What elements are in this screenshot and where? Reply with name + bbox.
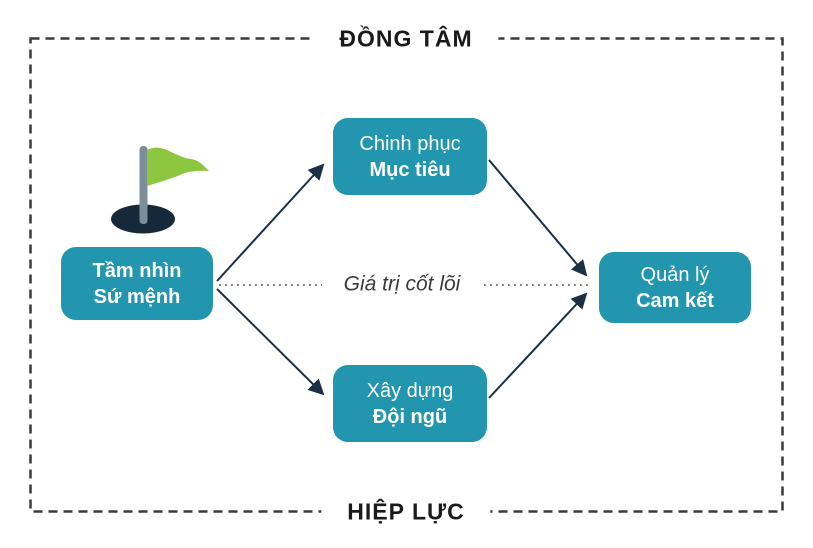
node-build-team: Xây dựng Đội ngũ: [333, 365, 487, 442]
connector-arrows: [216, 159, 588, 399]
node-line2: Cam kết: [636, 289, 714, 312]
arrow-vision-to-team: [216, 288, 325, 396]
node-line1: Xây dựng: [366, 379, 454, 402]
arrow-vision-to-goal: [216, 163, 325, 282]
frame-title-bottom: HIỆP LỰC: [321, 496, 491, 528]
node-line1: Chinh phục: [359, 132, 461, 155]
node-line2: Sứ mệnh: [93, 285, 181, 308]
frame-title-top: ĐỒNG TÂM: [313, 23, 499, 55]
node-conquer-goals: Chinh phục Mục tiêu: [333, 118, 487, 195]
node-vision-mission: Tầm nhìn Sứ mệnh: [61, 247, 213, 320]
node-line2: Đội ngũ: [372, 405, 448, 428]
node-manage-commitment: Quản lý Cam kết: [599, 252, 751, 323]
node-line1: Quản lý: [640, 263, 710, 286]
arrow-team-to-commitment: [488, 292, 588, 399]
node-line1: Tầm nhìn: [92, 259, 182, 282]
flag-icon: [111, 146, 209, 234]
arrow-goal-to-commitment: [488, 159, 588, 277]
node-line2: Mục tiêu: [369, 158, 451, 181]
core-values-label: Giá trị cốt lõi: [335, 272, 469, 297]
